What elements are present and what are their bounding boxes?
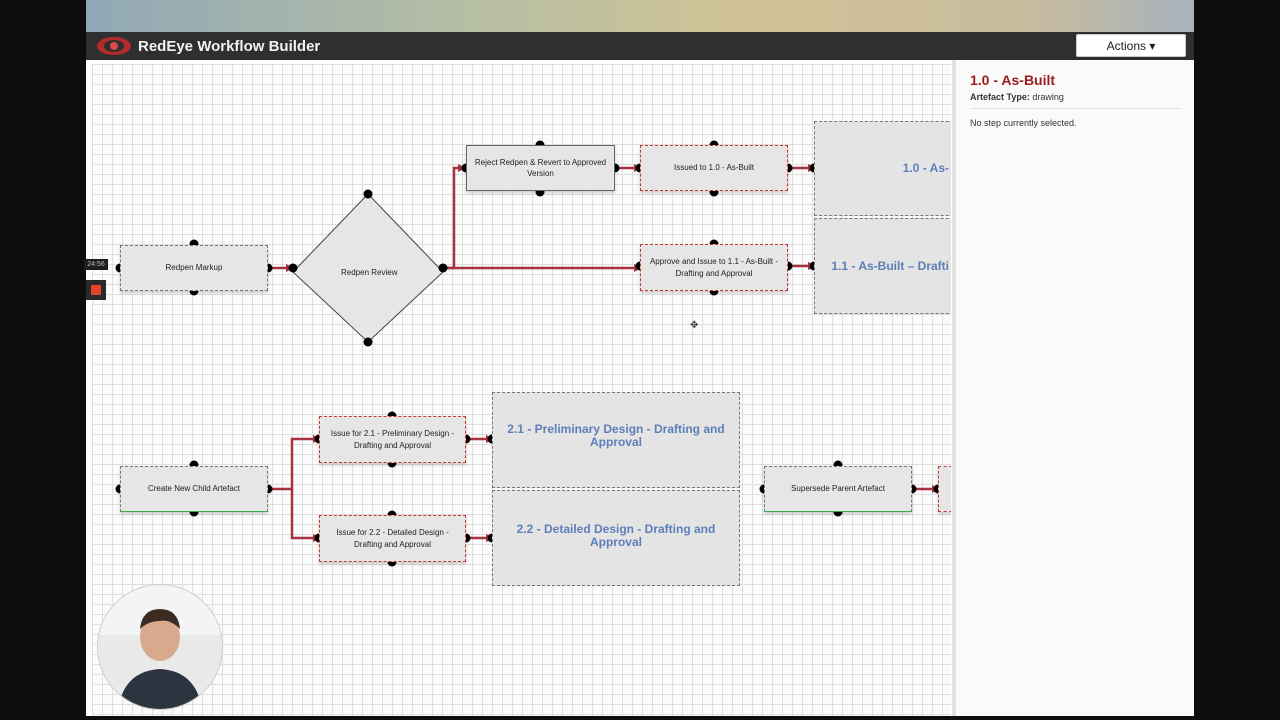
presenter-avatar-icon: [98, 585, 222, 709]
actions-dropdown-button[interactable]: Actions ▾: [1076, 34, 1186, 57]
selected-artefact-title: 1.0 - As-Built: [970, 72, 1056, 88]
move-cursor-icon: ✥: [690, 320, 699, 331]
step-label: Create New Child Artefact: [147, 484, 241, 494]
artefact-label: 1.1 - As-Built – Drafti: [831, 258, 949, 273]
step-approve-issue-1-1[interactable]: Approve and Issue to 1.1 - As-Built - Dr…: [640, 244, 788, 291]
redeye-logo-icon: [97, 37, 131, 55]
step-create-new-child-artefact[interactable]: Create New Child Artefact: [120, 466, 268, 512]
artefact-2-2[interactable]: 2.2 - Detailed Design - Drafting and App…: [492, 490, 740, 586]
step-reject-redpen[interactable]: Reject Redpen & Revert to Approved Versi…: [466, 145, 615, 191]
panel-divider: [970, 108, 1180, 109]
recording-timer: 24:56: [84, 259, 108, 270]
step-issue-2-1[interactable]: Issue for 2.1 - Preliminary Design - Dra…: [319, 416, 466, 463]
browser-chrome: [86, 0, 1194, 32]
artefact-type-value: drawing: [1032, 92, 1064, 102]
artefact-1-1[interactable]: 1.1 - As-Built – Drafti: [814, 218, 951, 314]
step-label: Reject Redpen & Revert to Approved Versi…: [474, 157, 607, 178]
workflow-canvas[interactable]: Redpen Markup Redpen Review Reject Redpe…: [92, 64, 951, 716]
step-offscreen-partial[interactable]: [938, 466, 951, 512]
webcam-overlay: [97, 584, 223, 710]
step-redpen-markup[interactable]: Redpen Markup: [120, 245, 268, 291]
step-label: Approve and Issue to 1.1 - As-Built - Dr…: [649, 257, 779, 278]
step-issue-2-2[interactable]: Issue for 2.2 - Detailed Design - Drafti…: [319, 515, 466, 562]
workflow-connections: [115, 140, 943, 567]
step-label: Issue for 2.2 - Detailed Design - Drafti…: [336, 528, 449, 549]
artefact-type: Artefact Type: drawing: [970, 92, 1064, 102]
step-supersede-parent-artefact[interactable]: Supersede Parent Artefact: [764, 466, 912, 512]
artefact-1-0[interactable]: 1.0 - As-: [814, 121, 951, 216]
artefact-label: 2.1 - Preliminary Design - Drafting and …: [507, 422, 725, 449]
step-issued-1-0[interactable]: Issued to 1.0 - As-Built: [640, 145, 788, 191]
decision-redpen-review[interactable]: Redpen Review: [341, 268, 398, 277]
no-step-message: No step currently selected.: [970, 118, 1077, 128]
stop-recording-button[interactable]: [86, 280, 106, 300]
artefact-type-label: Artefact Type:: [970, 92, 1030, 102]
top-navbar: RedEye Workflow Builder Actions ▾: [86, 32, 1194, 60]
step-label: Supersede Parent Artefact: [791, 484, 885, 494]
step-label: Redpen Markup: [165, 263, 223, 273]
stop-icon: [91, 285, 101, 295]
artefact-2-1[interactable]: 2.1 - Preliminary Design - Drafting and …: [492, 392, 740, 488]
panel-resize-handle[interactable]: [952, 60, 956, 716]
properties-panel: 1.0 - As-Built Artefact Type: drawing No…: [956, 60, 1194, 716]
step-label: Issue for 2.1 - Preliminary Design - Dra…: [330, 429, 455, 450]
app-title: RedEye Workflow Builder: [138, 37, 321, 55]
artefact-label: 1.0 - As-: [902, 161, 949, 176]
app-window: RedEye Workflow Builder Actions ▾: [86, 32, 1194, 716]
step-label: Issued to 1.0 - As-Built: [673, 163, 755, 173]
artefact-label: 2.2 - Detailed Design - Drafting and App…: [516, 522, 716, 549]
